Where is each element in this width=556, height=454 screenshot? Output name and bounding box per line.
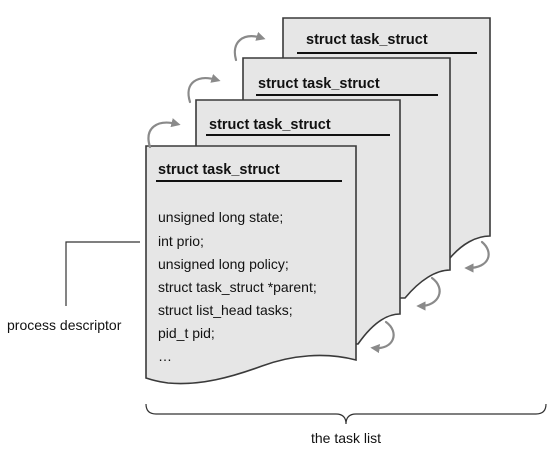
- field-tasks: struct list_head tasks;: [158, 302, 293, 318]
- field-state: unsigned long state;: [158, 209, 283, 225]
- next-link-arrows: [147, 31, 266, 149]
- descriptor-card-4: struct task_struct unsigned long state; …: [145, 145, 357, 385]
- descriptor-page-4: [145, 145, 357, 385]
- descriptor-title-1: struct task_struct: [306, 32, 428, 48]
- field-prio: int prio;: [158, 233, 204, 249]
- next-link-arrow-1: [233, 31, 266, 62]
- field-pid: pid_t pid;: [158, 325, 215, 341]
- prev-link-arrow-1: [464, 240, 490, 273]
- prev-link-arrow-3: [370, 320, 395, 354]
- process-descriptor-leader-line: [65, 241, 140, 306]
- field-policy: unsigned long policy;: [158, 256, 289, 272]
- next-link-arrow-2: [187, 73, 221, 104]
- descriptor-title-2: struct task_struct: [258, 76, 380, 92]
- field-parent: struct task_struct *parent;: [158, 279, 317, 295]
- task-list-brace: [145, 403, 547, 425]
- prev-link-arrows: [370, 240, 490, 354]
- prev-link-arrow-2: [416, 276, 441, 311]
- descriptor-title-3: struct task_struct: [209, 117, 331, 133]
- descriptor-title-4: struct task_struct: [158, 162, 280, 178]
- process-descriptor-label: process descriptor: [7, 317, 122, 333]
- field-ellipsis: …: [158, 348, 172, 364]
- task-list-label: the task list: [311, 430, 381, 446]
- next-link-arrow-3: [147, 118, 181, 149]
